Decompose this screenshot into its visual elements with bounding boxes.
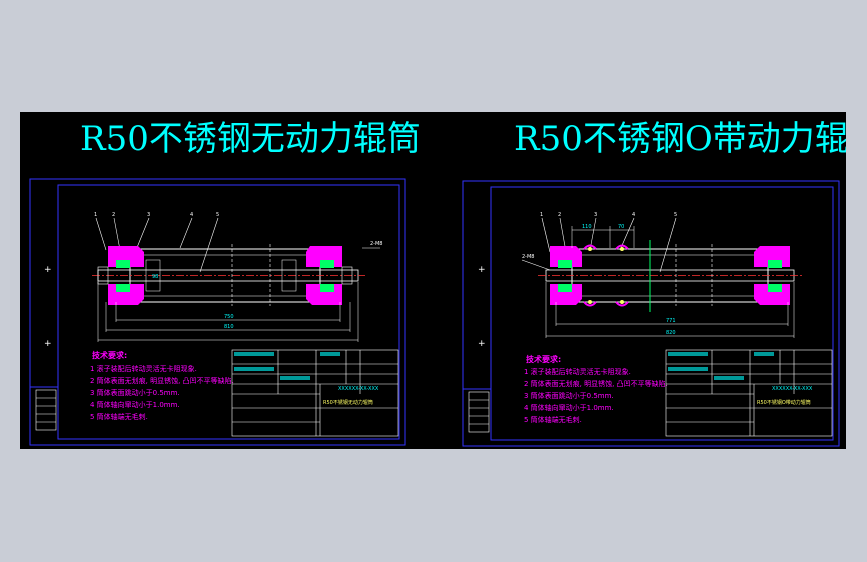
- drawing-1-side-table: [35, 389, 57, 431]
- drawing-1-outer-frame: [29, 178, 406, 446]
- drawing-1-dim-1: 98: [152, 274, 158, 280]
- drawing-2-left-marker: +: [478, 265, 486, 275]
- drawing-2-note-4: 4 筒体轴向窜动小于1.0mm.: [524, 403, 614, 412]
- drawing-1-drawing-name: R50不锈钢无动力辊筒: [323, 399, 373, 406]
- drawing-2-dim-1: 110: [582, 224, 592, 230]
- cad-drawing-canvas: R50不锈钢无动力辊筒 + + 1 2 3 4 5: [29, 119, 846, 447]
- drawing-1-inner-frame: [57, 184, 400, 440]
- drawing-1-note-2: 2 筒体表面无划痕, 明显锈蚀, 凸凹不平等缺陷.: [90, 376, 234, 385]
- drawing-1-note-3: 3 筒体表面跳动小于0.5mm.: [90, 388, 180, 397]
- drawing-2-notes-title: 技术要求:: [526, 354, 561, 364]
- drawing-1-part-1: 1: [94, 212, 97, 218]
- drawing-2-title: R50不锈钢O带动力辊筒: [514, 119, 846, 159]
- drawing-2-inner-frame: [490, 186, 834, 441]
- drawing-1-part-labels: 1 2 3 4 5: [94, 212, 219, 218]
- drawing-2-dimensions: [545, 226, 795, 338]
- drawing-2-roller: [538, 240, 802, 312]
- drawing-2-part-labels: 1 2 3 4 5: [540, 212, 677, 218]
- drawing-2-notes: 技术要求: 1 滚子装配后转动灵活无卡阻现象. 2 筒体表面无划痕, 明显锈蚀,…: [524, 354, 668, 424]
- drawing-1-dimensions: [97, 282, 359, 342]
- drawing-1-note-1: 1 滚子装配后转动灵活无卡阻现象.: [90, 364, 197, 373]
- drawing-1-title-block: [231, 349, 399, 437]
- drawing-1-title: R50不锈钢无动力辊筒: [80, 119, 421, 159]
- drawing-1-dim-3: 810: [224, 324, 234, 330]
- drawing-2-note-5: 5 筒体轴端无毛刺.: [524, 415, 582, 424]
- drawing-2: R50不锈钢O带动力辊筒 + + 1 2 3 4 5: [462, 119, 846, 447]
- drawing-1-title-block-accents: [234, 352, 340, 380]
- drawing-1-leaders: [95, 217, 380, 273]
- drawing-1-part-2: 2: [112, 212, 115, 218]
- drawing-2-dim-3: 771: [666, 318, 676, 324]
- drawing-1-notes-title: 技术要求:: [92, 350, 127, 360]
- drawing-2-thread-label: 2-M8: [522, 254, 534, 260]
- drawing-2-note-2: 2 筒体表面无划痕, 明显锈蚀, 凸凹不平等缺陷.: [524, 379, 668, 388]
- drawing-2-part-3: 3: [594, 212, 597, 218]
- drawing-1: R50不锈钢无动力辊筒 + + 1 2 3 4 5: [29, 119, 421, 446]
- drawing-2-dim-2: 70: [618, 224, 624, 230]
- drawing-2-note-1: 1 滚子装配后转动灵活无卡阻现象.: [524, 367, 631, 376]
- drawing-2-part-5: 5: [674, 212, 677, 218]
- drawing-1-part-5: 5: [216, 212, 219, 218]
- drawing-2-outer-frame: [462, 180, 840, 447]
- drawing-1-roller: [92, 244, 365, 306]
- drawing-2-title-block: [665, 349, 833, 437]
- drawing-1-note-5: 5 筒体轴端无毛刺.: [90, 412, 148, 421]
- drawing-2-side-table: [468, 391, 490, 433]
- drawing-1-part-4: 4: [190, 212, 193, 218]
- drawing-2-part-4: 4: [632, 212, 635, 218]
- drawing-2-part-1: 1: [540, 212, 543, 218]
- drawing-1-thread-label: 2-M8: [370, 241, 382, 247]
- drawing-1-left-marker-2: +: [44, 339, 52, 349]
- drawing-1-notes: 技术要求: 1 滚子装配后转动灵活无卡阻现象. 2 筒体表面无划痕, 明显锈蚀,…: [90, 350, 234, 421]
- drawing-2-leaders: [521, 217, 677, 273]
- drawing-2-note-3: 3 筒体表面跳动小于0.5mm.: [524, 391, 614, 400]
- drawing-2-left-marker-2: +: [478, 339, 486, 349]
- drawing-1-dim-2: 750: [224, 314, 234, 320]
- drawing-1-left-marker: +: [44, 265, 52, 275]
- drawing-1-drawing-code: XXXXXX-XX-XXX: [338, 386, 379, 392]
- drawing-2-dim-4: 820: [666, 330, 676, 336]
- cad-viewport[interactable]: R50不锈钢无动力辊筒 + + 1 2 3 4 5: [20, 112, 846, 449]
- drawing-1-part-3: 3: [147, 212, 150, 218]
- drawing-2-drawing-code: XXXXXX-XX-XXX: [772, 386, 813, 392]
- drawing-2-part-2: 2: [558, 212, 561, 218]
- drawing-1-note-4: 4 筒体轴向窜动小于1.0mm.: [90, 400, 180, 409]
- drawing-2-drawing-name: R50不锈钢O带动力辊筒: [757, 399, 811, 406]
- drawing-2-title-block-accents: [668, 352, 774, 380]
